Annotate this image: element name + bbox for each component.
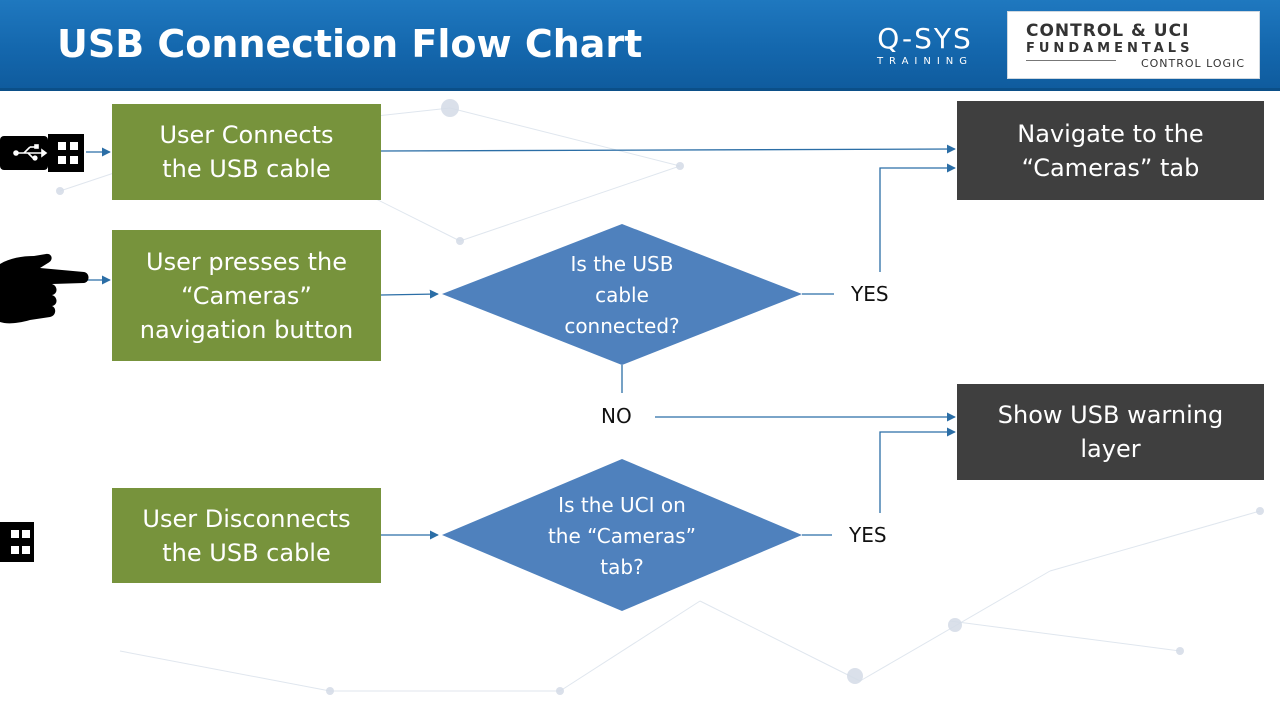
header-divider: [0, 88, 1280, 91]
trigger-user-connects-usb: User Connects the USB cable: [112, 104, 381, 200]
label-yes-bottom: YES: [849, 523, 887, 547]
decision-diamond-usb: [442, 224, 802, 365]
course-module: CONTROL LOGIC: [1140, 57, 1245, 70]
network-background: [56, 99, 1264, 695]
brand-main: Q-SYS: [877, 22, 973, 55]
trigger-press-text: User presses the “Cameras” navigation bu…: [139, 247, 354, 344]
course-badge-rule: [1026, 60, 1116, 61]
qsys-logo: Q-SYS TRAINING: [850, 22, 1000, 68]
outcome-navigate-cameras: Navigate to the “Cameras” tab: [957, 101, 1264, 200]
course-title-line1: CONTROL & UCI: [1026, 21, 1190, 41]
trigger-user-disconnects-usb: User Disconnects the USB cable: [112, 488, 381, 583]
usb-plug-partial-icon: [0, 522, 34, 562]
label-no: NO: [601, 404, 632, 428]
outcome-warning-text: Show USB warning layer: [997, 401, 1224, 463]
arrow-yes-warning: [879, 427, 956, 513]
trigger-connect-text: User Connects the USB cable: [159, 121, 334, 183]
arrow-yes-navigate: [879, 163, 956, 272]
decision-usb-connected-text: Is the USB cable connected?: [564, 252, 680, 338]
outcome-show-usb-warning: Show USB warning layer: [957, 384, 1264, 480]
outcome-navigate-text: Navigate to the “Cameras” tab: [1017, 119, 1204, 182]
label-yes-top: YES: [851, 282, 889, 306]
usb-plug-icon: [0, 134, 84, 172]
trigger-disconnect-text: User Disconnects the USB cable: [142, 504, 351, 567]
trigger-user-presses-cameras: User presses the “Cameras” navigation bu…: [112, 230, 381, 361]
decision-diamond-tab: [442, 459, 802, 611]
arrow-connect-navigate: [380, 144, 956, 154]
pointing-hand-icon: [0, 253, 89, 324]
page-title: USB Connection Flow Chart: [57, 22, 643, 66]
course-badge: CONTROL & UCI FUNDAMENTALS CONTROL LOGIC: [1007, 11, 1260, 79]
decision-on-cameras-tab-text: Is the UCI on the “Cameras” tab?: [547, 493, 697, 579]
course-title-line2: FUNDAMENTALS: [1026, 41, 1194, 56]
brand-sub: TRAINING: [876, 56, 974, 67]
arrow-press-decision: [380, 289, 439, 299]
